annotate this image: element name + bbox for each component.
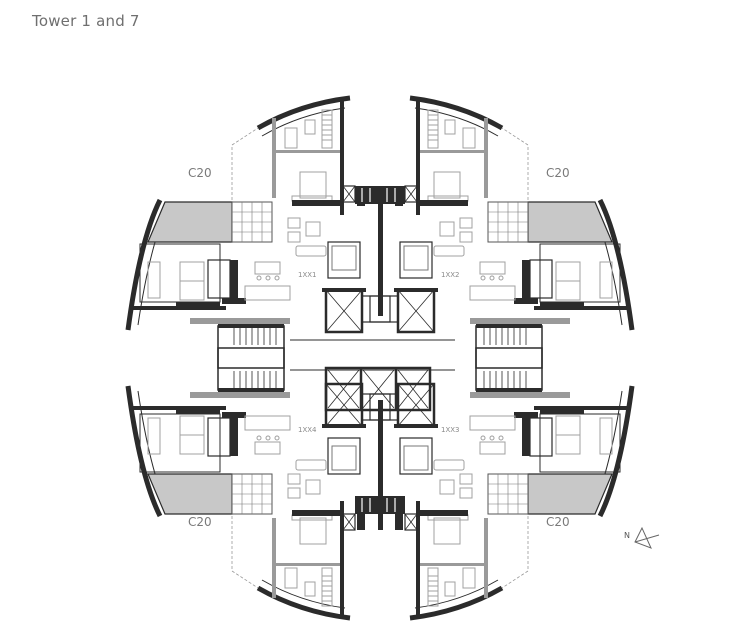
svg-text:N: N: [624, 531, 630, 540]
unit-label-1xx3: 1XX3: [441, 426, 460, 434]
unit-label-1xx4: 1XX4: [298, 426, 317, 434]
quadrant-top-left: [128, 98, 390, 368]
north-arrow-icon: N: [624, 526, 660, 549]
zone-label-top-right: C20: [546, 166, 570, 180]
zone-label-bottom-left: C20: [188, 515, 212, 529]
zone-label-top-left: C20: [188, 166, 212, 180]
page-title: Tower 1 and 7: [32, 12, 140, 30]
unit-label-1xx2: 1XX2: [441, 271, 460, 279]
zone-label-bottom-right: C20: [546, 515, 570, 529]
unit-label-1xx1: 1XX1: [298, 271, 317, 279]
